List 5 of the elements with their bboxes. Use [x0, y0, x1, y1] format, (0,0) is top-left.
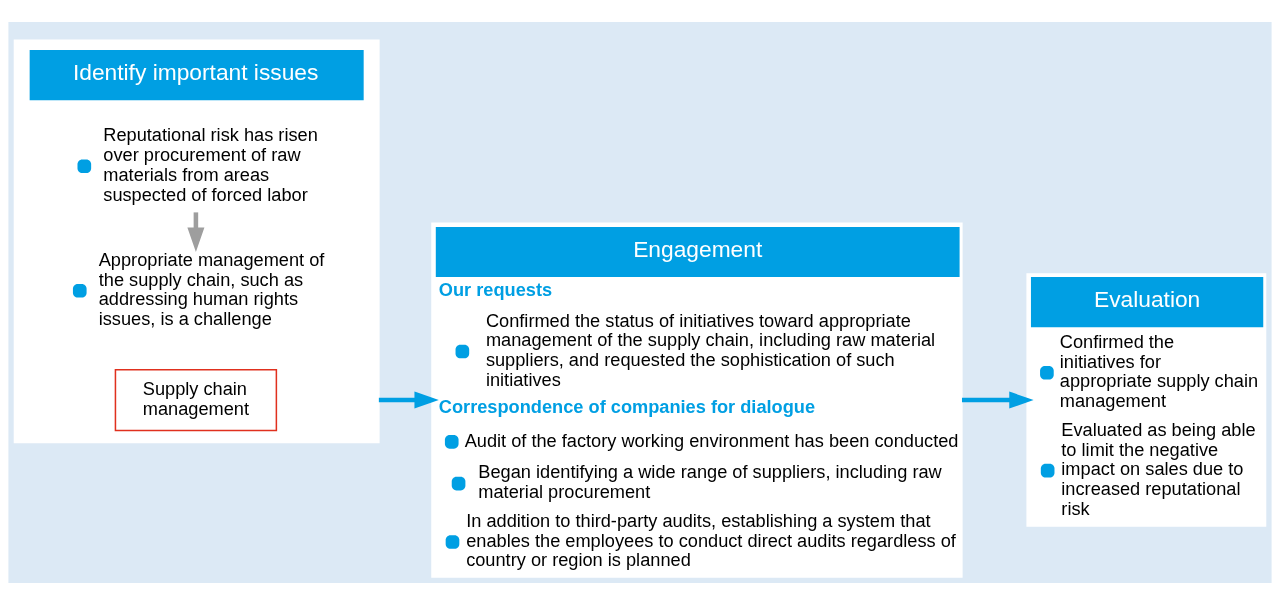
node-label: Appropriate management of the supply chain, such as addressing human rights issues, is a challenge [98, 249, 325, 330]
arrow [378, 391, 439, 409]
node-label: Reputational risk has risen over procurement of raw materials from areas suspected of forced labor [103, 125, 318, 205]
arrow [962, 391, 1034, 409]
node-box: Supply chain management [114, 368, 278, 432]
